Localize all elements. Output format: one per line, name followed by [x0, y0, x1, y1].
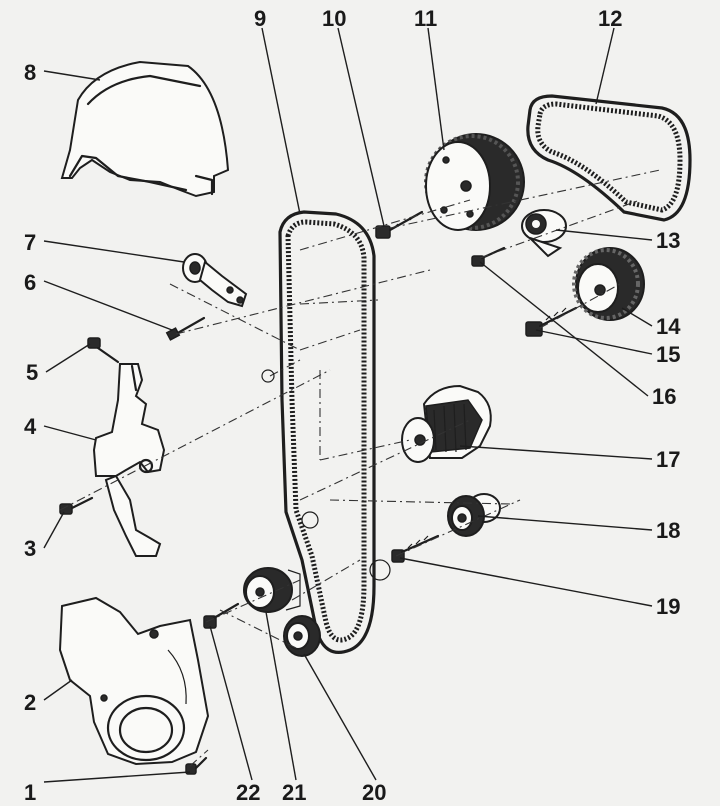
callout-18: 18	[656, 518, 680, 543]
part-19-bolt	[391, 534, 440, 563]
callout-14: 14	[656, 314, 681, 339]
callout-21: 21	[282, 780, 306, 805]
callout-1: 1	[24, 780, 36, 805]
callout-8: 8	[24, 60, 36, 85]
part-11-cam-sprocket	[424, 133, 525, 231]
part-4-rear-cover	[92, 363, 166, 557]
callout-12: 12	[598, 6, 622, 31]
assembly-axes	[59, 169, 661, 767]
part-7-tensioner-bracket	[182, 253, 248, 308]
part-8-upper-cover	[60, 60, 230, 198]
part-14-pump-sprocket	[572, 247, 645, 321]
part-5-bolt	[87, 337, 120, 364]
part-17-water-pump	[401, 384, 492, 463]
leader-lines	[43, 27, 653, 783]
part-3-bolt	[59, 496, 94, 515]
part-13-tensioner	[521, 209, 567, 258]
callout-labels: 1 2 3 4 5 6 7 8 9 10 11 12 13 14 15 16 1…	[24, 6, 681, 805]
callout-9: 9	[254, 6, 266, 31]
callout-19: 19	[656, 594, 680, 619]
callout-17: 17	[656, 447, 680, 472]
callout-2: 2	[24, 690, 36, 715]
part-15-bolt	[525, 306, 578, 337]
callout-6: 6	[24, 270, 36, 295]
callout-3: 3	[24, 536, 36, 561]
part-20-sprocket	[283, 615, 321, 657]
callout-22: 22	[236, 780, 260, 805]
callout-15: 15	[656, 342, 680, 367]
callout-5: 5	[26, 360, 38, 385]
part-18-idler	[447, 493, 501, 537]
part-6-bolt	[165, 316, 206, 341]
callout-10: 10	[322, 6, 346, 31]
callout-4: 4	[24, 414, 37, 439]
callout-11: 11	[414, 6, 437, 31]
part-12-cam-belt	[526, 94, 692, 222]
callout-7: 7	[24, 230, 36, 255]
callout-13: 13	[656, 228, 680, 253]
callout-20: 20	[362, 780, 386, 805]
part-9-timing-belt	[278, 210, 376, 654]
callout-16: 16	[652, 384, 676, 409]
part-2-lower-cover	[58, 596, 210, 766]
part-21-crank-sprocket	[243, 567, 301, 613]
